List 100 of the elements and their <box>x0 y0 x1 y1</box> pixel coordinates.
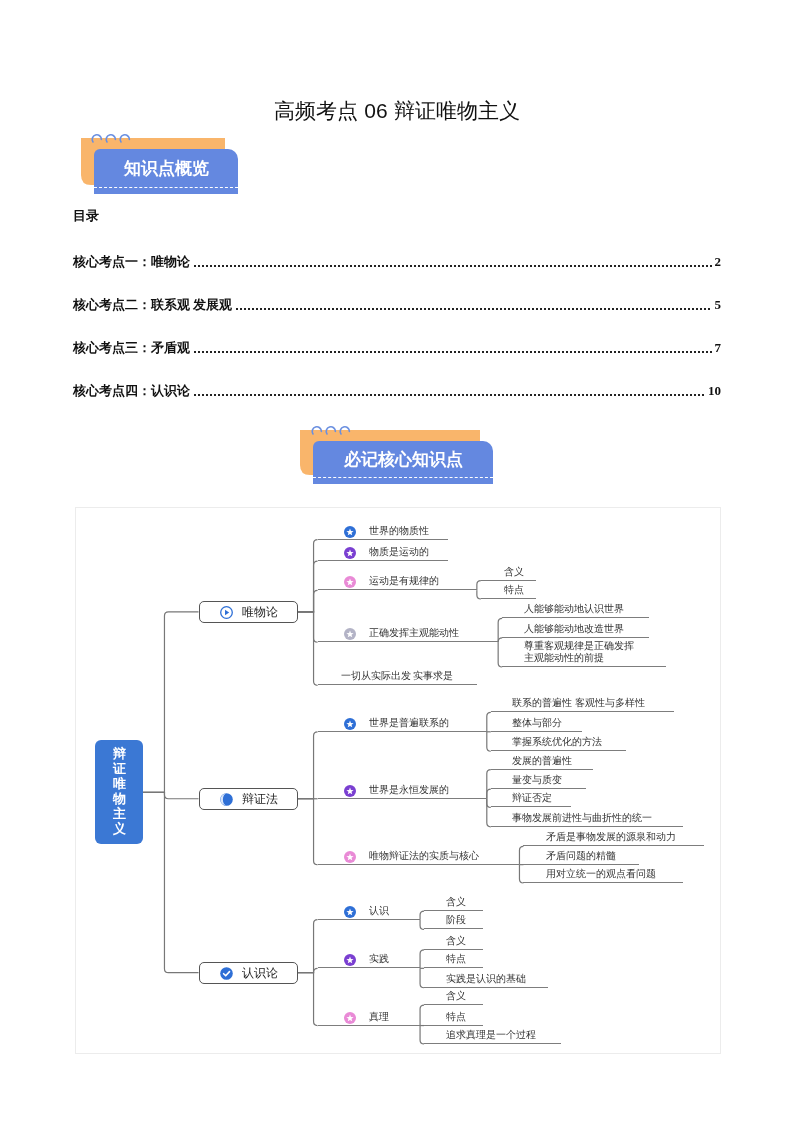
connector-line <box>486 798 492 828</box>
topic-text: 量变与质变 <box>512 774 563 787</box>
mindmap-topic <box>424 991 483 1006</box>
mindmap-topic <box>424 954 483 969</box>
mindmap-topic <box>317 525 449 540</box>
page-number: 5 <box>714 297 721 313</box>
connector-line <box>297 972 319 1027</box>
connector-line <box>419 910 425 921</box>
mindmap-topic <box>523 869 683 883</box>
connector-line <box>476 589 482 600</box>
topic-text: 唯物辩证法的实质与核心 <box>368 849 479 862</box>
topic-text: 含义 <box>503 565 524 578</box>
toc-entry: 核心考点三：矛盾观 <box>73 340 190 356</box>
branch-text: 认识论 <box>241 965 278 980</box>
connector-line <box>486 788 492 800</box>
mindmap-topic <box>317 671 477 686</box>
page-number: 2 <box>714 254 721 270</box>
connector-line <box>486 711 492 733</box>
topic-text: 阶段 <box>445 914 466 927</box>
mindmap-topic <box>424 935 483 950</box>
connector-line <box>297 798 319 866</box>
branch-box <box>198 961 298 984</box>
mindmap-topic <box>490 793 571 808</box>
connector-line <box>419 1024 425 1027</box>
root-text: 辩证唯物主义 <box>112 747 126 838</box>
topic-text: 实践 <box>368 953 389 966</box>
toc-entry: 核心考点四：认识论 <box>73 383 190 399</box>
toc-entry: 核心考点一：唯物论 <box>73 254 190 270</box>
connector-line <box>419 949 425 969</box>
topic-text: 含义 <box>445 934 466 947</box>
connector-line <box>419 1004 425 1027</box>
topic-text: 特点 <box>445 953 466 966</box>
mindmap-topic <box>424 973 548 988</box>
topic-text: 尊重客观规律是正确发挥主观能动性的前提 <box>523 640 635 664</box>
connector-line <box>518 864 525 884</box>
topic-text: 追求真理是一个过程 <box>445 1028 536 1041</box>
connector-line <box>419 1024 425 1045</box>
mindmap-topic <box>317 717 487 732</box>
mindmap-topic <box>317 628 499 643</box>
mindmap-topic <box>502 623 649 638</box>
topic-text: 一切从实际出发 实事求是 <box>340 670 454 683</box>
topic-text: 物质是运动的 <box>368 546 429 559</box>
connector-line <box>497 637 503 643</box>
topic-text: 正确发挥主观能动性 <box>368 627 459 640</box>
connector-line <box>518 864 525 866</box>
mindmap-topic <box>480 566 537 581</box>
mindmap-topic <box>502 604 649 619</box>
connector-line <box>419 967 425 969</box>
mindmap-topic <box>523 832 705 847</box>
branch-box <box>198 600 298 623</box>
topic-text: 人能够能动地认识世界 <box>523 603 624 616</box>
topic-text: 矛盾问题的精髓 <box>546 849 617 862</box>
topic-text: 世界的物质性 <box>368 524 429 537</box>
branch-text: 唯物论 <box>241 604 278 619</box>
topic-text: 特点 <box>445 1010 466 1023</box>
topic-text: 运动是有规律的 <box>368 575 439 588</box>
topic-text: 掌握系统优化的方法 <box>512 736 603 749</box>
branch-box <box>198 787 298 810</box>
topic-text: 事物发展前进性与曲折性的统一 <box>512 811 653 824</box>
connector-line <box>142 791 200 974</box>
topic-text: 世界是永恒发展的 <box>368 783 449 796</box>
topic-text: 整体与部分 <box>512 716 563 729</box>
connector-line <box>497 641 503 668</box>
page-number: 10 <box>708 383 721 399</box>
topic-text: 辩证否定 <box>512 792 553 805</box>
toc-heading: 目录 <box>73 208 99 224</box>
mindmap-topic <box>523 850 639 865</box>
mindmap-topic <box>317 954 421 969</box>
mindmap-topic <box>317 850 520 865</box>
mindmap-topic <box>490 717 582 732</box>
heading-tab: 必记核心知识点 <box>313 441 493 484</box>
toc-entry: 核心考点二：联系观 发展观 <box>73 297 233 313</box>
topic-text: 含义 <box>445 896 466 909</box>
mindmap-topic <box>490 755 594 770</box>
heading-tab: 知识点概览 <box>94 149 238 194</box>
connector-line <box>419 919 425 931</box>
page-number: 7 <box>714 340 721 356</box>
mindmap-topic <box>317 905 421 920</box>
mindmap-topic <box>490 775 587 790</box>
topic-text: 实践是认识的基础 <box>445 972 526 985</box>
mindmap-topic <box>424 1011 483 1026</box>
topic-text: 世界是普遍联系的 <box>368 716 449 729</box>
root-box <box>95 740 143 845</box>
connector-line <box>476 580 482 591</box>
connector-line <box>419 967 425 989</box>
mindmap-topic <box>490 737 626 752</box>
connector-line <box>486 731 492 733</box>
topic-text: 真理 <box>368 1010 389 1023</box>
mindmap-topic <box>424 897 483 912</box>
mindmap-topic <box>502 639 666 667</box>
topic-text: 特点 <box>503 583 524 596</box>
mindmap-topic <box>480 584 537 599</box>
mindmap-topic <box>424 915 483 930</box>
topic-text: 认识 <box>368 904 389 917</box>
page-title: 高频考点 06 辩证唯物主义 <box>274 98 520 124</box>
topic-text: 人能够能动地改造世界 <box>523 622 624 635</box>
topic-text: 发展的普遍性 <box>512 754 573 767</box>
mindmap-topic <box>317 576 477 591</box>
connector-line <box>297 611 319 686</box>
topic-text: 矛盾是事物发展的源泉和动力 <box>546 831 677 844</box>
